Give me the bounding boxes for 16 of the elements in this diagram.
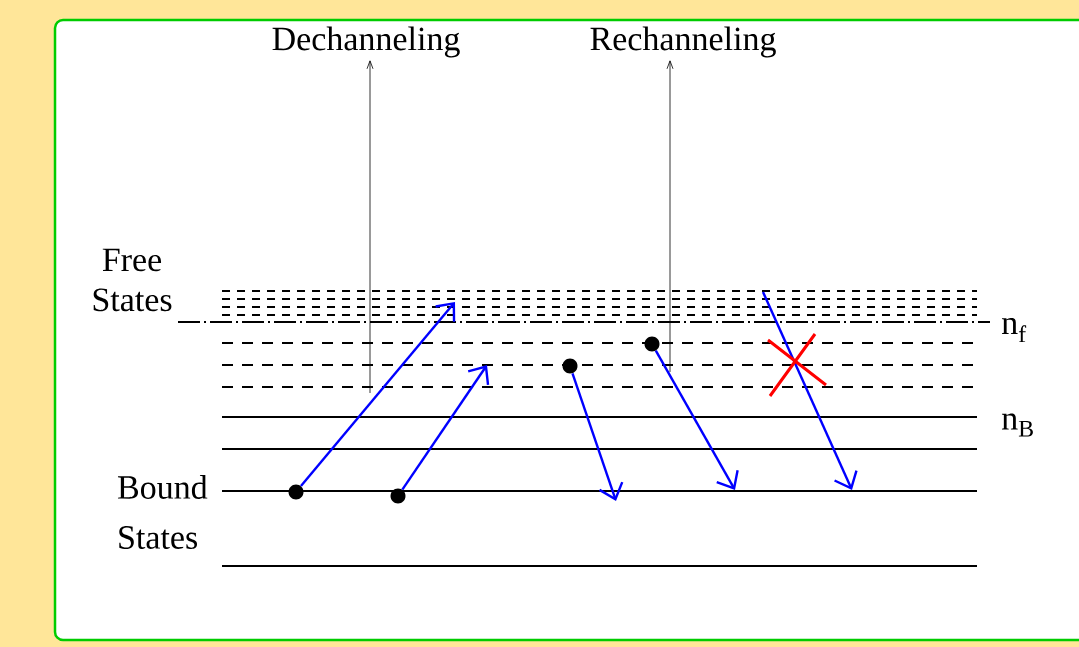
leader-arrow [366,60,374,394]
particle-dot [390,488,406,504]
transition-arrow [401,365,490,491]
region-label: Bound States [118,475,208,549]
leader-arrow [666,60,674,373]
particle-dot [562,358,578,374]
particle-dot [644,336,660,352]
process-label: Rechanneling [590,26,776,58]
transition-arrow [654,350,739,490]
process-label: Dechanneling [272,26,460,58]
transition-arrow [300,302,456,487]
level-label: n$_{f}$ [1002,317,1027,343]
transition-arrow [571,372,624,501]
particle-dot [288,484,304,500]
level-label: n$_{B}$ [1002,413,1033,437]
region-label: Free States [93,248,172,312]
